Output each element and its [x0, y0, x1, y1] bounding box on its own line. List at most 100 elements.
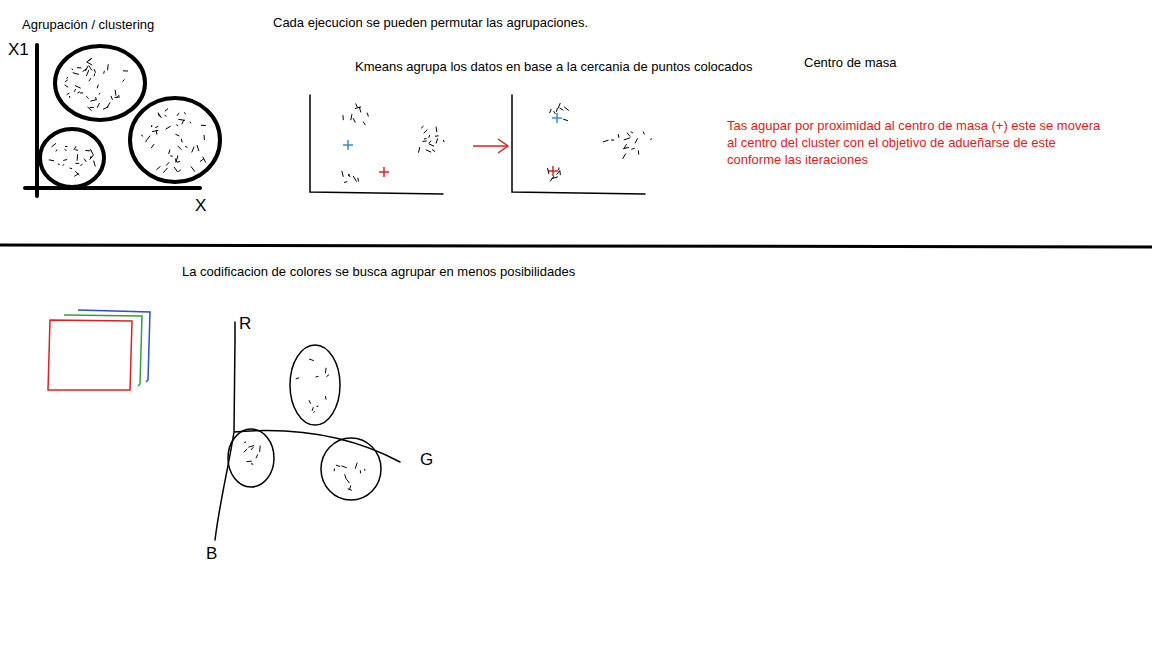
- data-point: [558, 103, 560, 108]
- data-point: [147, 136, 150, 140]
- data-point: [336, 465, 339, 466]
- data-point: [58, 164, 59, 165]
- data-point: [192, 147, 194, 152]
- note: Kmeans agrupa los datos en base a la cer…: [355, 58, 752, 75]
- data-point: [421, 126, 423, 128]
- data-point: [627, 133, 630, 136]
- data-point: [435, 135, 438, 136]
- data-point: [158, 113, 160, 116]
- data-point: [347, 480, 349, 483]
- data-point: [65, 85, 68, 87]
- data-point: [201, 125, 205, 126]
- separator-line: [0, 245, 1152, 247]
- data-point: [179, 170, 181, 171]
- data-point: [71, 68, 73, 70]
- x-axis: [25, 186, 200, 190]
- data-point: [244, 442, 246, 443]
- data-point: [423, 140, 427, 141]
- data-point: [342, 116, 343, 120]
- data-point: [611, 140, 614, 141]
- data-point: [350, 486, 351, 489]
- data-point: [81, 164, 82, 166]
- data-point: [317, 406, 318, 407]
- data-point: [342, 466, 347, 468]
- data-point: [309, 359, 313, 360]
- data-point: [325, 368, 327, 373]
- data-point: [65, 149, 66, 151]
- data-point: [157, 167, 160, 170]
- data-point: [65, 146, 67, 147]
- data-point: [123, 70, 127, 71]
- data-point: [564, 107, 568, 110]
- data-point: [559, 171, 560, 174]
- data-point: [635, 139, 637, 143]
- data-point: [556, 108, 558, 111]
- data-point: [436, 139, 437, 143]
- data-point: [356, 104, 357, 107]
- data-point: [169, 150, 170, 154]
- data-point: [99, 93, 101, 95]
- data-point: [429, 141, 431, 143]
- data-point: [426, 150, 431, 152]
- cluster-ellipse: [40, 129, 104, 187]
- data-point: [309, 401, 310, 404]
- data-point: [603, 140, 608, 142]
- data-point: [419, 147, 420, 152]
- data-point: [342, 171, 343, 176]
- data-point: [334, 469, 335, 471]
- data-point: [91, 150, 94, 155]
- data-point: [74, 147, 76, 150]
- data-point: [363, 122, 365, 125]
- red-note: Tas agupar por proximidad al centro de m…: [727, 117, 1107, 168]
- data-point: [73, 73, 78, 75]
- data-point: [65, 80, 67, 82]
- data-point: [62, 164, 64, 166]
- data-point: [145, 140, 146, 142]
- data-point: [177, 124, 178, 126]
- data-point: [618, 135, 620, 138]
- data-point: [64, 159, 67, 161]
- data-point: [353, 176, 356, 181]
- data-point: [178, 146, 181, 149]
- data-point: [432, 150, 434, 152]
- data-point: [200, 159, 203, 161]
- data-point: [325, 396, 327, 399]
- data-point: [249, 446, 254, 447]
- data-point: [554, 111, 555, 113]
- data-point: [115, 90, 117, 95]
- data-point: [74, 89, 75, 91]
- data-point: [151, 144, 153, 147]
- data-point: [86, 97, 88, 99]
- data-point: [86, 66, 89, 71]
- data-point: [52, 144, 56, 147]
- data-point: [348, 174, 350, 176]
- data-point: [557, 171, 560, 175]
- data-point: [345, 475, 346, 479]
- data-point: [357, 178, 359, 181]
- data-point: [97, 85, 99, 88]
- data-point: [344, 181, 346, 183]
- data-point: [312, 408, 313, 411]
- data-point: [49, 159, 53, 161]
- data-point: [181, 139, 183, 142]
- data-point: [174, 167, 177, 171]
- data-point: [75, 86, 80, 88]
- data-point: [259, 446, 260, 451]
- data-point: [251, 448, 253, 450]
- data-point: [166, 126, 170, 129]
- data-point: [89, 66, 91, 70]
- data-point: [364, 469, 365, 470]
- color-cluster: [290, 345, 340, 425]
- data-point: [176, 156, 177, 162]
- data-point: [256, 455, 257, 458]
- data-point: [367, 113, 368, 116]
- data-point: [78, 92, 80, 93]
- data-point: [359, 107, 361, 112]
- data-point: [327, 375, 329, 377]
- note: La codificacion de colores se busca agru…: [182, 263, 575, 280]
- data-point: [56, 150, 58, 151]
- data-point: [176, 134, 179, 135]
- data-point: [76, 149, 78, 150]
- data-point: [70, 168, 72, 170]
